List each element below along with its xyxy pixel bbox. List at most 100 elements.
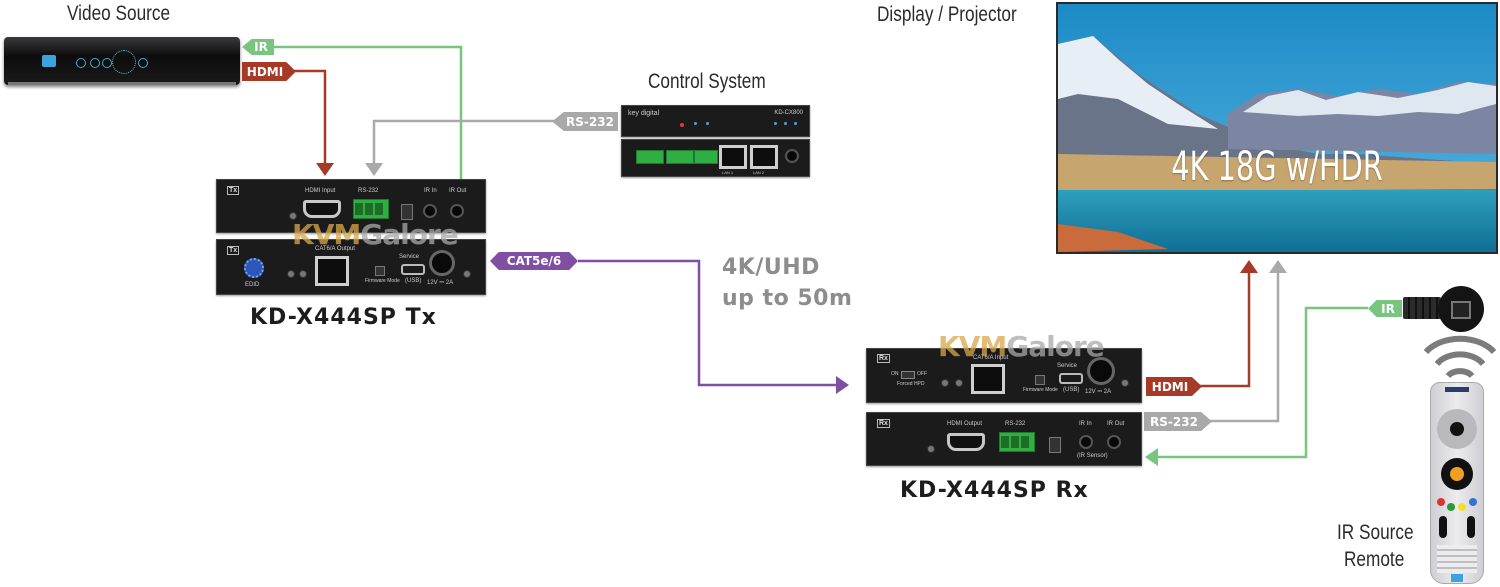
tx-cat-output-port [315,256,349,286]
rx-video-led [955,379,963,387]
rx-link-led [927,445,935,453]
tx-bottom-panel: Tx EDID CAT6/A Output Firmware Mode Serv… [216,239,486,295]
rx-on-label: ON [891,371,899,377]
rs232-line-display [1210,272,1280,423]
tx-link-led [289,212,297,220]
tx-usb-port [401,264,425,275]
remote-logo-icon [1451,574,1463,582]
ir-line-remote [1158,306,1368,459]
remote-label-line1: IR Source [1337,521,1414,544]
tx-edid-label: EDID [245,282,260,288]
display-screen-image [1058,4,1496,252]
tx-service-label: Service [399,254,420,260]
tx-ir-in-label: IR In [424,188,437,194]
rx-usb-port [1059,373,1083,384]
watermark-kvm: KVM [938,330,1007,363]
control-brand: key digital [628,110,660,117]
control-system-label: Control System [648,70,766,93]
tx-top-panel: Tx HDMI Input RS-232 IR In IR Out [216,179,486,233]
tx-hdmi-input-port [303,200,341,218]
spec-line-1: 4K/UHD [722,255,820,280]
remote-select-icon [1450,467,1464,481]
source-button-icon [90,58,100,68]
tx-hdmi-input-label: HDMI Input [305,188,336,194]
rx-power-led [1121,379,1129,387]
control-power-jack [785,149,799,163]
remote-dpad-icon [1441,458,1473,490]
watermark-kvm: KVM [292,218,361,251]
edid-dial-icon[interactable] [244,258,264,278]
rx-firmware-label: Firmware Mode [1023,387,1058,393]
tx-output-label: CAT6/A Output [315,246,355,252]
source-button-icon [76,58,86,68]
rx-link-led [941,379,949,387]
led-icon [774,122,777,125]
tx-power-led [463,270,471,278]
display-device: 4K 18G w/HDR [1056,2,1498,254]
tx-rs232-terminal [353,199,389,219]
rx-bottom-badge: Rx [877,419,890,428]
source-button-icon [102,58,112,68]
tx-usb-label: (USB) [405,278,422,284]
spec-line-2: up to 50m [722,286,853,311]
rx-ir-in-label: IR In [1079,421,1092,427]
led-icon [784,122,787,125]
source-dpad-icon [112,50,136,74]
power-led-icon [680,123,684,127]
tx-ir-out-jack [450,204,464,218]
tx-bottom-badge: Tx [227,246,240,255]
rx-off-label: OFF [917,371,927,377]
remote-playback-ring [1437,409,1477,449]
tx-firmware-label: Firmware Mode [365,278,400,284]
rx-firmware-switch [1035,375,1045,385]
remote-channel-rocker [1467,516,1475,538]
hdmi-tag-display: HDMI [1146,377,1202,396]
control-system-top: key digital KD-CX800 [621,105,810,137]
rx-power-jack [1087,357,1115,385]
cat-arrow [836,376,849,394]
control-terminal [636,150,664,164]
rx-ir-in-jack [1079,435,1093,449]
ir-sensor-window [1451,301,1471,319]
tx-model-label: KD-X444SP Tx [250,305,437,330]
rs232-tag-control: RS-232 [552,112,618,131]
rx-top-badge: Rx [877,354,890,363]
hdmi-line-source [294,69,327,163]
watermark-tx: KVMGalore [292,218,459,251]
tx-firmware-switch [375,266,385,276]
tx-ir-out-label: IR Out [449,188,467,194]
rx-forced-hpd-label: Forced HPD [897,381,925,387]
cat-tag: CAT5e/6 [490,252,578,270]
rx-ir-switch [1049,437,1061,453]
hdmi-tag-source: HDMI [242,62,296,81]
rx-hdmi-output-label: HDMI Output [947,421,983,427]
rx-ir-sensor-label: (IR Sensor) [1077,453,1108,459]
rs232-arrow-display [1269,260,1287,273]
rx-rs232-terminal [999,432,1035,452]
source-button-icon [138,58,148,68]
remote-mode-icon [1445,387,1469,392]
control-lan2-label: LAN 2 [753,170,765,175]
rx-ir-out-jack [1107,435,1121,449]
tx-link-led [287,270,295,278]
control-lan1-port [719,145,747,169]
led-icon [794,122,797,125]
rx-top-panel: Rx ON OFF Forced HPD CAT6/A Input Firmwa… [866,348,1142,403]
ir-tag-remote: IR [1368,300,1402,317]
rs232-tag-display: RS-232 [1144,412,1212,431]
source-logo-icon [42,55,56,67]
tx-rs232-label: RS-232 [358,188,379,194]
rx-usb-label: (USB) [1063,387,1080,393]
rx-input-label: CAT6/A Input [973,355,1009,361]
rx-service-label: Service [1057,363,1078,369]
hdmi-arrow-source [316,163,334,176]
ir-sensor-cable-icon [1403,297,1441,319]
ir-sensor-icon [1438,286,1484,332]
remote-blue-button [1469,498,1477,506]
display-screen-text: 4K 18G w/HDR [1171,144,1383,190]
rx-model-label: KD-X444SP Rx [900,478,1089,503]
control-terminal [694,150,718,164]
ir-line-source [272,45,463,180]
tx-power-in-label: 12V ⎓ 2A [427,280,454,286]
rx-rs232-label: RS-232 [1005,421,1026,427]
